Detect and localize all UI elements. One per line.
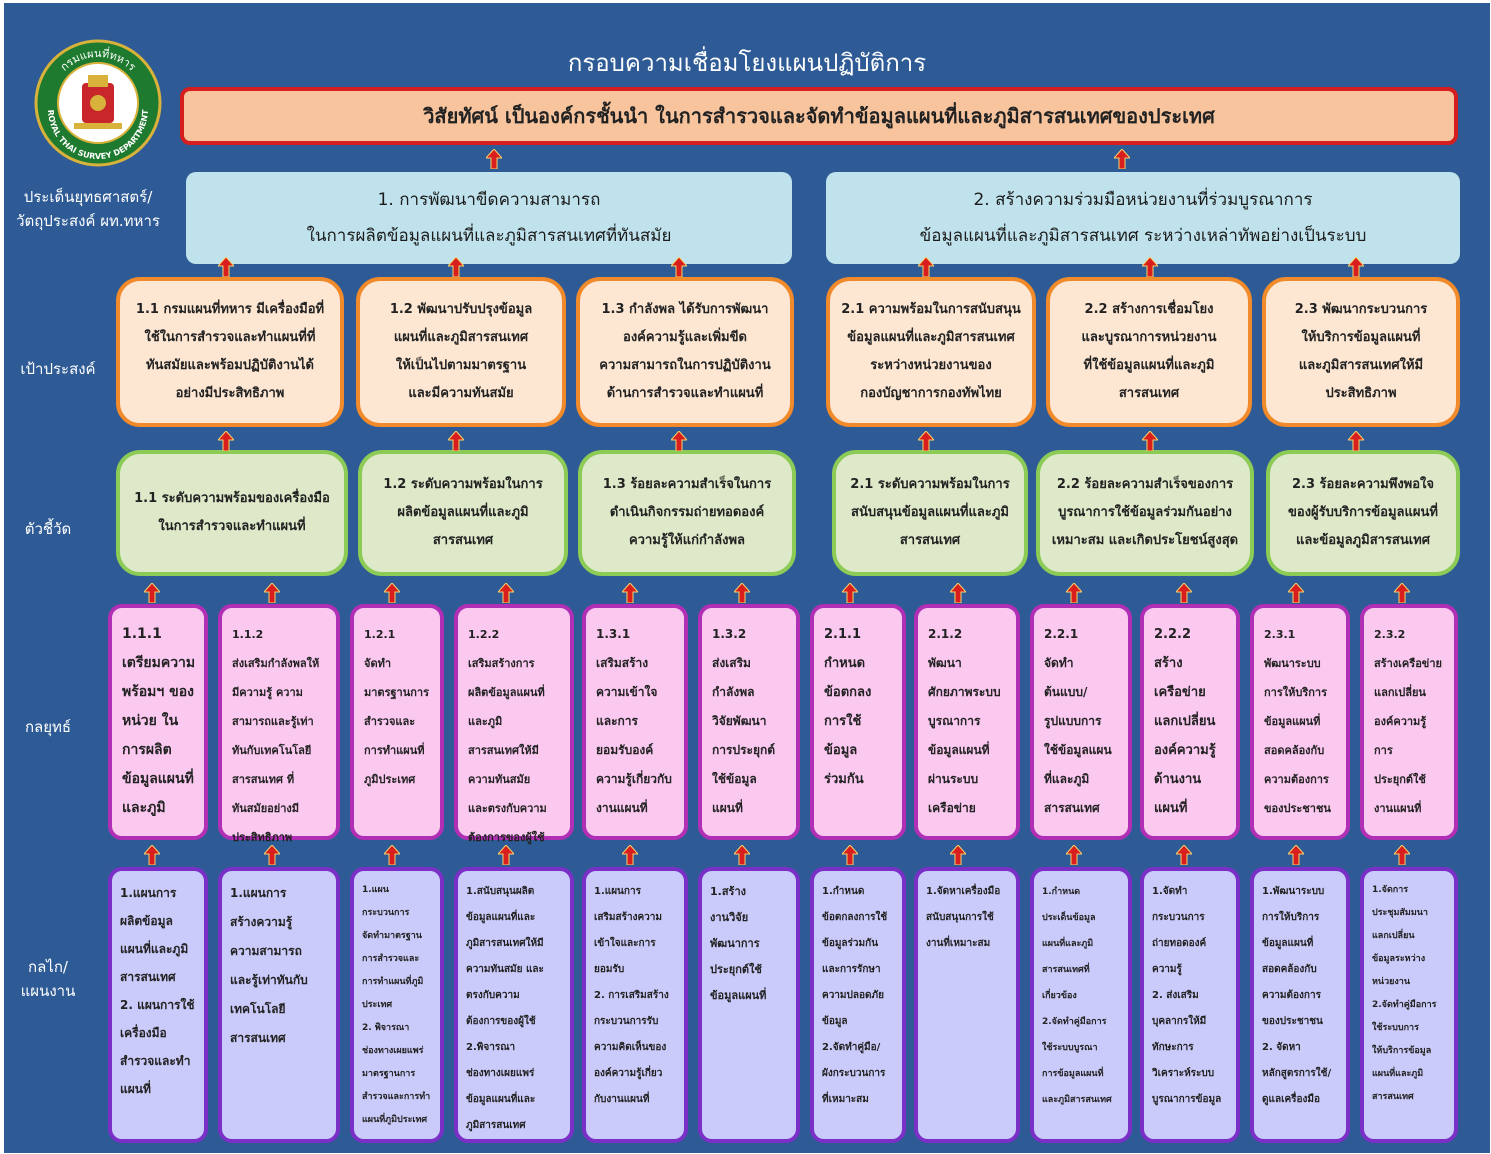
kpi-box: 2.1 ระดับความพร้อมในการ สนับสนุนข้อมูลแผ… [832, 450, 1028, 576]
plan-box: 1.จัดหาเครื่องมือ สนับสนุนการใช้ งานที่เ… [914, 867, 1020, 1143]
plan-box: 1.จัดการ ประชุมสัมมนา แลกเปลี่ยน ข้อมูลร… [1360, 867, 1458, 1143]
up-arrow-icon [1288, 845, 1304, 865]
up-arrow-icon [144, 583, 160, 603]
row-label-strategy: ประเด็นยุทธศาสตร์/ วัตถุประสงค์ ผท.ทหาร [16, 188, 160, 230]
up-arrow-icon [218, 431, 234, 451]
up-arrow-icon [671, 431, 687, 451]
up-arrow-icon [264, 583, 280, 603]
tactic-box: 1.1.1 เตรียมความ พร้อมฯ ของ หน่วย ใน การ… [108, 604, 208, 840]
up-arrow-icon [842, 583, 858, 603]
row-label-plan: กลไก/ แผนงาน [20, 958, 76, 1000]
kpi-box: 1.3 ร้อยละความสำเร็จในการ ดำเนินกิจกรรมถ… [578, 450, 796, 576]
plan-box: 1.แผนการ ผลิตข้อมูล แผนที่และภูมิ สารสนเ… [108, 867, 208, 1143]
plan-box: 1.พัฒนาระบบ การให้บริการ ข้อมูลแผนที่ สอ… [1250, 867, 1350, 1143]
goal-box: 1.1 กรมแผนที่ทหาร มีเครื่องมือที่ ใช้ในก… [116, 277, 344, 427]
plan-box: 1.แผนการ เสริมสร้างความ เข้าใจและการ ยอม… [582, 867, 688, 1143]
kpi-box: 1.1 ระดับความพร้อมของเครื่องมือ ในการสำร… [116, 450, 348, 576]
up-arrow-icon [384, 845, 400, 865]
up-arrow-icon [1176, 845, 1192, 865]
tactic-box: 1.3.1 เสริมสร้าง ความเข้าใจ และการ ยอมรั… [582, 604, 688, 840]
strategy-2-line2: ข้อมูลแผนที่และภูมิสารสนเทศ ระหว่างเหล่า… [919, 226, 1367, 246]
tactic-box: 2.3.2 สร้างเครือข่าย แลกเปลี่ยน องค์ความ… [1360, 604, 1458, 840]
strategy-box-1: 1. การพัฒนาขีดความสามารถ ในการผลิตข้อมูล… [186, 172, 792, 264]
plan-box: 1.แผนการ สร้างความรู้ ความสามารถ และรู้เ… [218, 867, 340, 1143]
goal-box: 1.3 กำลังพล ได้รับการพัฒนา องค์ความรู้แล… [576, 277, 794, 427]
tactic-box: 1.2.2 เสริมสร้างการ ผลิตข้อมูลแผนที่ และ… [454, 604, 574, 844]
up-arrow-icon [1394, 583, 1410, 603]
goal-box: 2.1 ความพร้อมในการสนับสนุน ข้อมูลแผนที่แ… [826, 277, 1036, 427]
up-arrow-icon [734, 845, 750, 865]
plan-box: 1.สร้าง งานวิจัย พัฒนาการ ประยุกต์ใช้ ข้… [698, 867, 800, 1143]
up-arrow-icon [734, 583, 750, 603]
royal-thai-survey-department-logo: กรมแผนที่ทหาร ROYAL THAI SURVEY DEPARTME… [34, 39, 162, 167]
goal-box: 1.2 พัฒนาปรับปรุงข้อมูล แผนที่และภูมิสาร… [356, 277, 566, 427]
up-arrow-icon [1288, 583, 1304, 603]
up-arrow-icon [1176, 583, 1192, 603]
up-arrow-icon [498, 583, 514, 603]
plan-box: 1.กำหนด ข้อตกลงการใช้ ข้อมูลร่วมกัน และก… [810, 867, 906, 1143]
tactic-box: 2.2.2 สร้าง เครือข่าย แลกเปลี่ยน องค์ควา… [1140, 604, 1240, 840]
up-arrow-icon [384, 583, 400, 603]
up-arrow-icon [918, 431, 934, 451]
up-arrow-icon [950, 845, 966, 865]
tactic-box: 2.1.2 พัฒนา ศักยภาพระบบ บูรณาการ ข้อมูลแ… [914, 604, 1020, 840]
up-arrow-icon [842, 845, 858, 865]
kpi-box: 1.2 ระดับความพร้อมในการ ผลิตข้อมูลแผนที่… [358, 450, 568, 576]
plan-box: 1.กำหนด ประเด็นข้อมูล แผนที่และภูมิ สารส… [1030, 867, 1132, 1143]
up-arrow-icon [622, 583, 638, 603]
tactic-box: 1.1.2 ส่งเสริมกำลังพลให้ มีความรู้ ความ … [218, 604, 340, 844]
row-label-goal: เป้าประสงค์ [20, 360, 96, 378]
up-arrow-icon [1066, 583, 1082, 603]
diagram-canvas: กรมแผนที่ทหาร ROYAL THAI SURVEY DEPARTME… [4, 3, 1490, 1153]
page-title: กรอบความเชื่อมโยงแผนปฏิบัติการ [567, 49, 927, 77]
goal-box: 2.3 พัฒนากระบวนการ ให้บริการข้อมูลแผนที่… [1262, 277, 1460, 427]
tactic-box: 1.3.2 ส่งเสริม กำลังพล วิจัยพัฒนา การประ… [698, 604, 800, 840]
strategy-box-2: 2. สร้างความร่วมมือหน่วยงานที่ร่วมบูรณาก… [826, 172, 1460, 264]
plan-box: 1.แผน กระบวนการ จัดทำมาตรฐาน การสำรวจและ… [350, 867, 444, 1143]
tactic-box: 2.1.1 กำหนด ข้อตกลง การใช้ ข้อมูล ร่วมกั… [810, 604, 906, 840]
vision-box: วิสัยทัศน์ เป็นองค์กรชั้นนำ ในการสำรวจแล… [180, 87, 1458, 145]
up-arrow-icon [1114, 149, 1130, 169]
tactic-box: 2.2.1 จัดทำ ต้นแบบ/ รูปแบบการ ใช้ข้อมูลแ… [1030, 604, 1132, 840]
up-arrow-icon [1066, 845, 1082, 865]
up-arrow-icon [1142, 431, 1158, 451]
strategy-1-line1: 1. การพัฒนาขีดความสามารถ [377, 190, 601, 210]
up-arrow-icon [1348, 431, 1364, 451]
strategy-1-line2: ในการผลิตข้อมูลแผนที่และภูมิสารสนเทศที่ท… [306, 226, 672, 246]
kpi-box: 2.3 ร้อยละความพึงพอใจ ของผู้รับบริการข้อ… [1266, 450, 1460, 576]
up-arrow-icon [950, 583, 966, 603]
plan-box: 1.จัดทำ กระบวนการ ถ่ายทอดองค์ ความรู้ 2.… [1140, 867, 1240, 1143]
tactic-box: 2.3.1 พัฒนาระบบ การให้บริการ ข้อมูลแผนที… [1250, 604, 1350, 840]
kpi-box: 2.2 ร้อยละความสำเร็จของการ บูรณาการใช้ข้… [1036, 450, 1254, 576]
up-arrow-icon [622, 845, 638, 865]
up-arrow-icon [144, 845, 160, 865]
up-arrow-icon [486, 149, 502, 169]
plan-box: 1.สนับสนุนผลิต ข้อมูลแผนที่และ ภูมิสารสน… [454, 867, 574, 1143]
goal-box: 2.2 สร้างการเชื่อมโยง และบูรณาการหน่วยงา… [1046, 277, 1252, 427]
row-label-kpi: ตัวชี้วัด [24, 520, 72, 538]
tactic-box: 1.2.1 จัดทำ มาตรฐานการ สำรวจและ การทำแผน… [350, 604, 444, 840]
row-label-tactic: กลยุทธ์ [24, 718, 72, 736]
up-arrow-icon [448, 431, 464, 451]
up-arrow-icon [1394, 845, 1410, 865]
strategy-2-line1: 2. สร้างความร่วมมือหน่วยงานที่ร่วมบูรณาก… [973, 190, 1313, 210]
